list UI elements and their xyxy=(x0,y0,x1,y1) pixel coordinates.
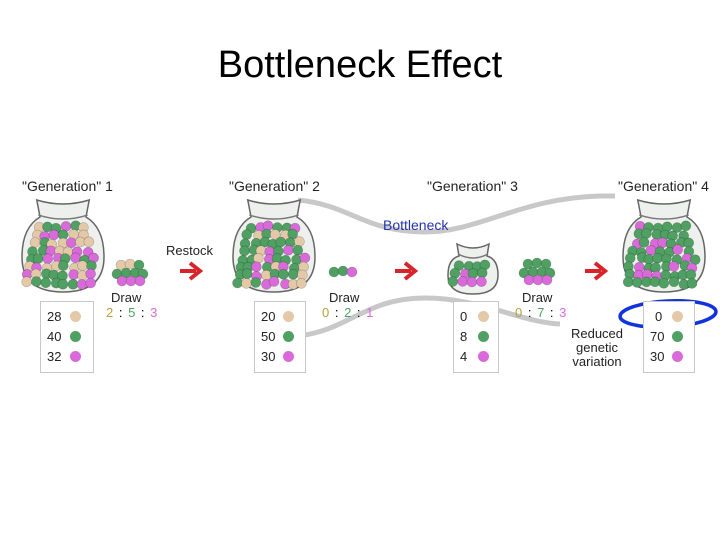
count-tan: 0 xyxy=(655,309,662,324)
generation-4-label: "Generation" 4 xyxy=(618,178,709,194)
jar-generation-1 xyxy=(22,200,104,292)
count-pink: 4 xyxy=(460,349,467,364)
arrow-right-icon xyxy=(585,263,605,279)
pink-ball-icon xyxy=(672,351,683,362)
count-box-gen2: 20 50 30 xyxy=(254,301,306,373)
count-green: 70 xyxy=(650,329,664,344)
pink-ball-icon xyxy=(478,351,489,362)
generation-3-label: "Generation" 3 xyxy=(427,178,518,194)
generation-2-label: "Generation" 2 xyxy=(229,178,320,194)
tan-ball-icon xyxy=(70,311,81,322)
drawn-balls-2 xyxy=(329,266,357,277)
bottleneck-label: Bottleneck xyxy=(383,217,448,233)
count-pink: 30 xyxy=(261,349,275,364)
count-tan: 0 xyxy=(460,309,467,324)
bottleneck-curve-top xyxy=(298,196,615,232)
green-ball-icon xyxy=(478,331,489,342)
count-green: 8 xyxy=(460,329,467,344)
arrow-right-icon xyxy=(395,263,415,279)
count-pink: 30 xyxy=(650,349,664,364)
draw-ratio-3: 0 : 7 : 3 xyxy=(515,305,567,320)
draw-label-3: Draw xyxy=(522,290,552,305)
reduced-variation-note: Reduced genetic variation xyxy=(562,327,632,369)
jar-generation-3 xyxy=(448,244,498,294)
green-ball-icon xyxy=(70,331,81,342)
tan-ball-icon xyxy=(478,311,489,322)
count-box-gen3: 0 8 4 xyxy=(453,301,499,373)
pink-ball-icon xyxy=(70,351,81,362)
jar-generation-2 xyxy=(233,200,316,292)
count-tan: 28 xyxy=(47,309,61,324)
count-pink: 32 xyxy=(47,349,61,364)
green-ball-icon xyxy=(672,331,683,342)
jar-generation-4 xyxy=(623,200,705,292)
count-tan: 20 xyxy=(261,309,275,324)
count-green: 50 xyxy=(261,329,275,344)
count-green: 40 xyxy=(47,329,61,344)
draw-ratio-1: 2 : 5 : 3 xyxy=(106,305,158,320)
draw-label-1: Draw xyxy=(111,290,141,305)
arrow-right-icon xyxy=(180,263,200,279)
drawn-balls-3 xyxy=(519,258,555,285)
generation-1-label: "Generation" 1 xyxy=(22,178,113,194)
tan-ball-icon xyxy=(283,311,294,322)
draw-label-2: Draw xyxy=(329,290,359,305)
green-ball-icon xyxy=(283,331,294,342)
drawn-balls-1 xyxy=(112,259,148,286)
restock-label: Restock xyxy=(166,243,213,258)
draw-ratio-2: 0 : 2 : 1 xyxy=(322,305,374,320)
count-box-gen4: 0 70 30 xyxy=(643,301,695,373)
pink-ball-icon xyxy=(283,351,294,362)
tan-ball-icon xyxy=(672,311,683,322)
count-box-gen1: 28 40 32 xyxy=(40,301,94,373)
